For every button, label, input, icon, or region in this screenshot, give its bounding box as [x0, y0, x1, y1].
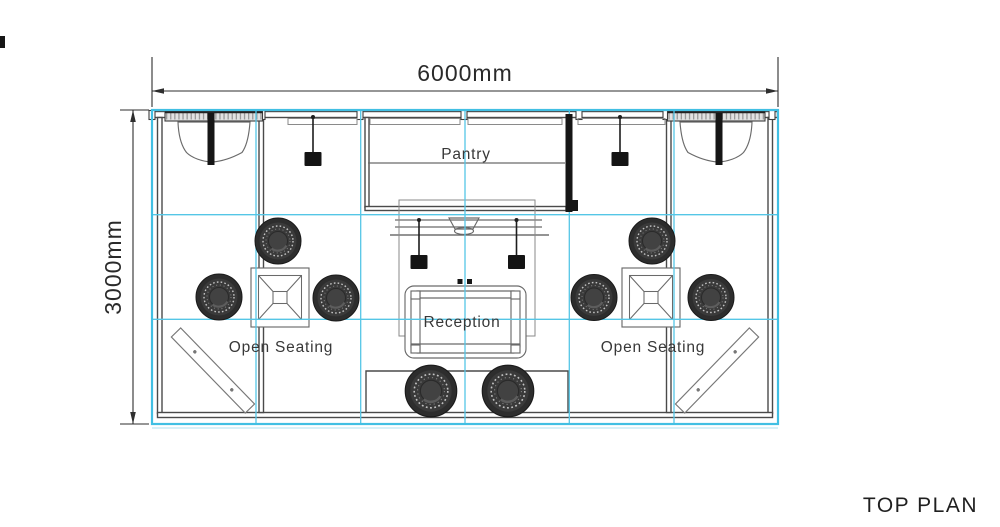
wall-pantry-solid — [565, 114, 573, 212]
wall-pantry-foot — [570, 200, 578, 211]
pantry-counter — [390, 219, 549, 236]
page-title: TOP PLAN — [863, 494, 978, 517]
pendant-light-icon — [303, 114, 323, 167]
wall-divider-right — [665, 116, 672, 414]
left-margin-mark — [0, 36, 5, 48]
dimension-layer: 6000mm 3000mm — [100, 57, 779, 425]
stool-icon — [311, 273, 361, 323]
pantry-label: Pantry — [441, 146, 491, 163]
tv-mount-icon-left — [207, 113, 215, 165]
wall-divider-left — [258, 116, 265, 414]
table-icon-left — [250, 267, 310, 328]
stool-icon — [627, 216, 677, 266]
pendant-light-icon — [610, 114, 630, 167]
wall-reception-nook — [365, 370, 569, 413]
table-icon-right — [621, 267, 681, 328]
booth-boundary — [150, 108, 780, 426]
sink-icon — [448, 217, 480, 236]
grid-layer — [150, 108, 780, 429]
back-wall-panels — [287, 118, 666, 125]
labels-layer: Pantry Reception Open Seating Open Seati… — [229, 146, 978, 517]
desk-device-icon — [457, 279, 463, 284]
stool-icon — [686, 273, 736, 322]
pendant-light-icon — [507, 217, 526, 270]
open-seating-label-left: Open Seating — [229, 339, 333, 356]
tv-mount-icon-right — [715, 113, 723, 165]
open-seating-label-right: Open Seating — [601, 339, 705, 356]
wall-right — [767, 116, 774, 415]
stool-icon — [404, 364, 458, 418]
desk-device-icon — [467, 279, 472, 284]
reception-label: Reception — [424, 314, 501, 331]
dimension-height-label: 3000mm — [100, 219, 126, 314]
grid-lines — [152, 110, 778, 424]
wall-left — [156, 116, 163, 415]
dimension-width-label: 6000mm — [417, 60, 512, 86]
stool-icon — [481, 364, 535, 418]
stool-icon — [253, 216, 303, 266]
dark-elements-layer — [0, 36, 736, 418]
stool-icon — [569, 273, 619, 322]
pendant-light-icon — [409, 217, 429, 270]
stool-icon — [194, 272, 244, 322]
